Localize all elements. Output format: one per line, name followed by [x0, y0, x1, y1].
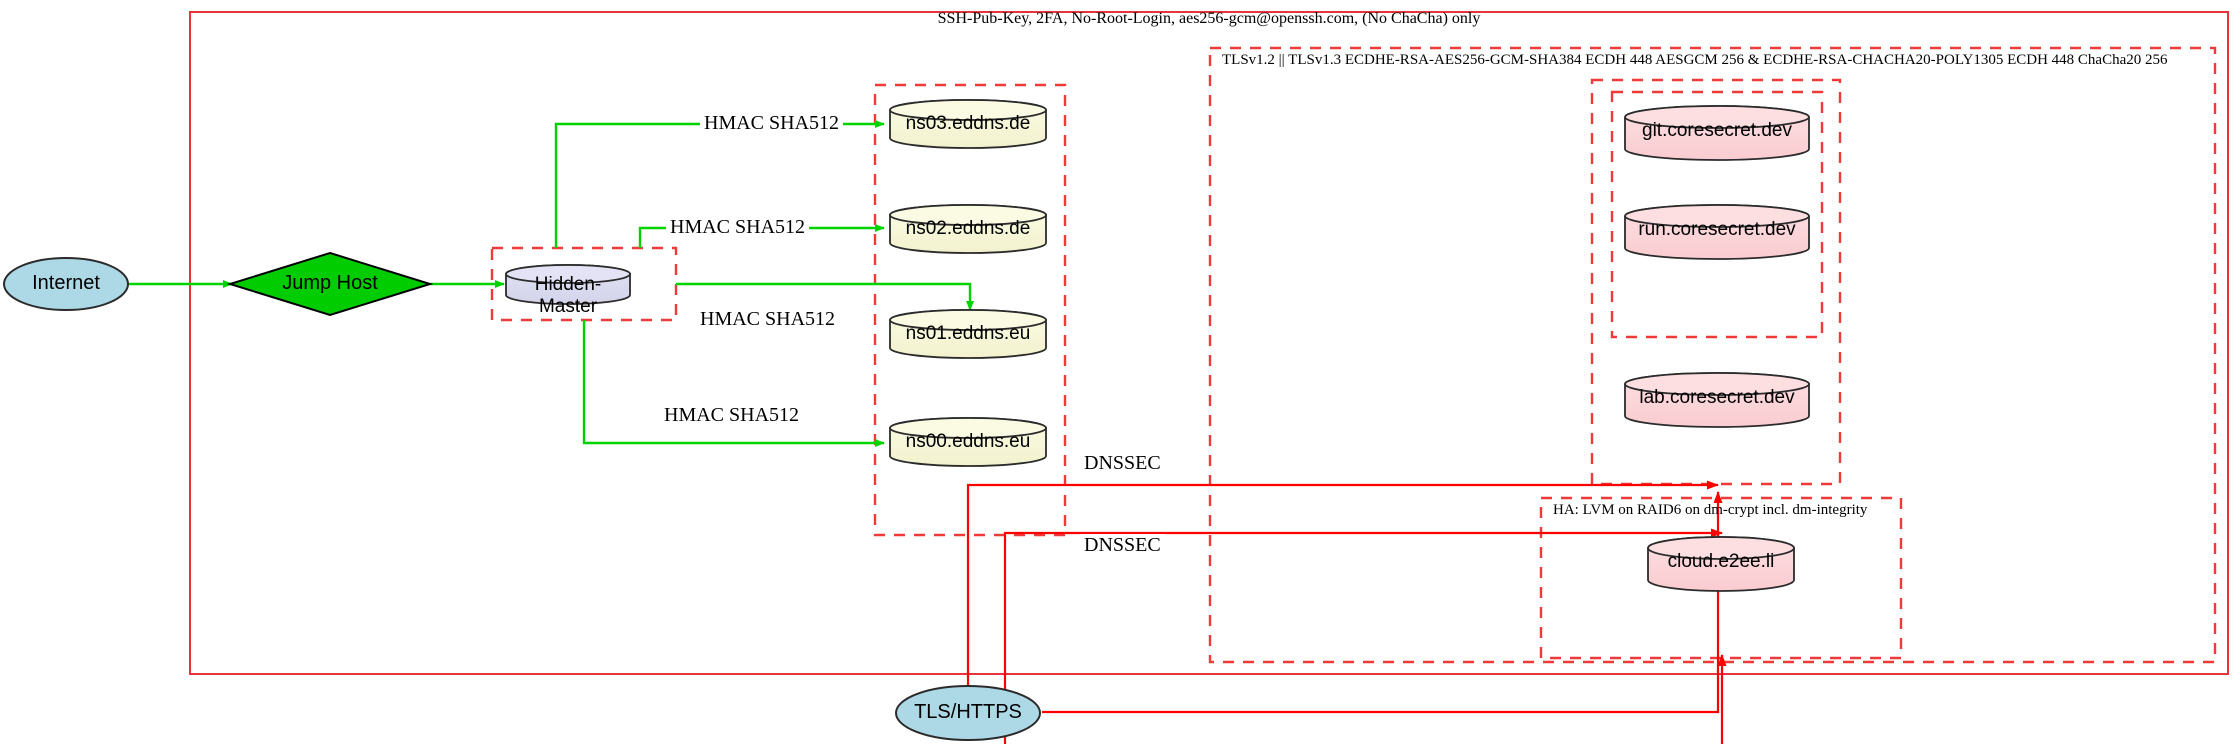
node-cloud-label[interactable]: cloud.e2ee.li [1667, 551, 1775, 572]
node-run-label[interactable]: run.coresecret.dev [1638, 219, 1796, 240]
node-hidden-master-shape[interactable] [505, 264, 631, 305]
edge-label-dnssec-2: DNSSEC [1080, 534, 1165, 557]
edge-tlshttps-coresecret [1042, 491, 1723, 714]
outer-boundary [189, 11, 2229, 675]
edge-hiddenmaster-ns00 [582, 320, 885, 447]
edge-dnssec-coresecret [966, 480, 1719, 712]
node-jumphost-label[interactable]: Jump Host [282, 272, 378, 294]
node-lab-shape[interactable] [1624, 372, 1810, 428]
node-git-shape[interactable] [1624, 105, 1810, 161]
node-lab-label[interactable]: lab.coresecret.dev [1639, 387, 1795, 408]
edge-label-dnssec-1: DNSSEC [1080, 452, 1165, 475]
node-ns03-label[interactable]: ns03.eddns.de [905, 113, 1031, 134]
node-hidden-master-label[interactable]: Hidden-Master [534, 274, 602, 317]
gitrun-zone-boundary [1610, 90, 1824, 339]
node-tls-https-label[interactable]: TLS/HTTPS [914, 701, 1022, 723]
edge-label-hmac-ns02: HMAC SHA512 [666, 216, 810, 239]
node-ns01-label[interactable]: ns01.eddns.eu [905, 323, 1031, 344]
edge-label-hmac-ns03: HMAC SHA512 [700, 112, 844, 135]
node-tls-https-shape[interactable] [895, 685, 1041, 741]
tls-zone-boundary [1208, 46, 2217, 664]
node-ns02-label[interactable]: ns02.eddns.de [905, 218, 1031, 239]
edge-dnssec-ha [1003, 528, 1723, 744]
ha-zone-label: HA: LVM on RAID6 on dm-crypt incl. dm-in… [1553, 502, 1868, 518]
node-jumphost-shape[interactable] [226, 251, 434, 317]
node-internet-label[interactable]: Internet [32, 272, 100, 294]
node-git-label[interactable]: git.coresecret.dev [1642, 120, 1792, 141]
node-cloud-shape[interactable] [1647, 536, 1795, 592]
node-ns02-shape[interactable] [889, 204, 1047, 254]
tls-zone-label: TLSv1.2 || TLSv1.3 ECDHE-RSA-AES256-GCM-… [1222, 52, 2168, 68]
node-internet-shape[interactable] [3, 257, 129, 311]
node-ns00-label[interactable]: ns00.eddns.eu [905, 431, 1031, 452]
edge-label-hmac-ns00: HMAC SHA512 [660, 404, 804, 427]
node-run-shape[interactable] [1624, 204, 1810, 260]
edge-label-hmac-ns01: HMAC SHA512 [696, 308, 840, 331]
node-ns01-shape[interactable] [889, 309, 1047, 359]
outer-boundary-label: SSH-Pub-Key, 2FA, No-Root-Login, aes256-… [937, 10, 1481, 27]
coresecret-zone-boundary [1590, 78, 1842, 486]
edge-hiddenmaster-ns01 [676, 282, 974, 311]
node-ns03-shape[interactable] [889, 99, 1047, 149]
node-ns00-shape[interactable] [889, 417, 1047, 467]
